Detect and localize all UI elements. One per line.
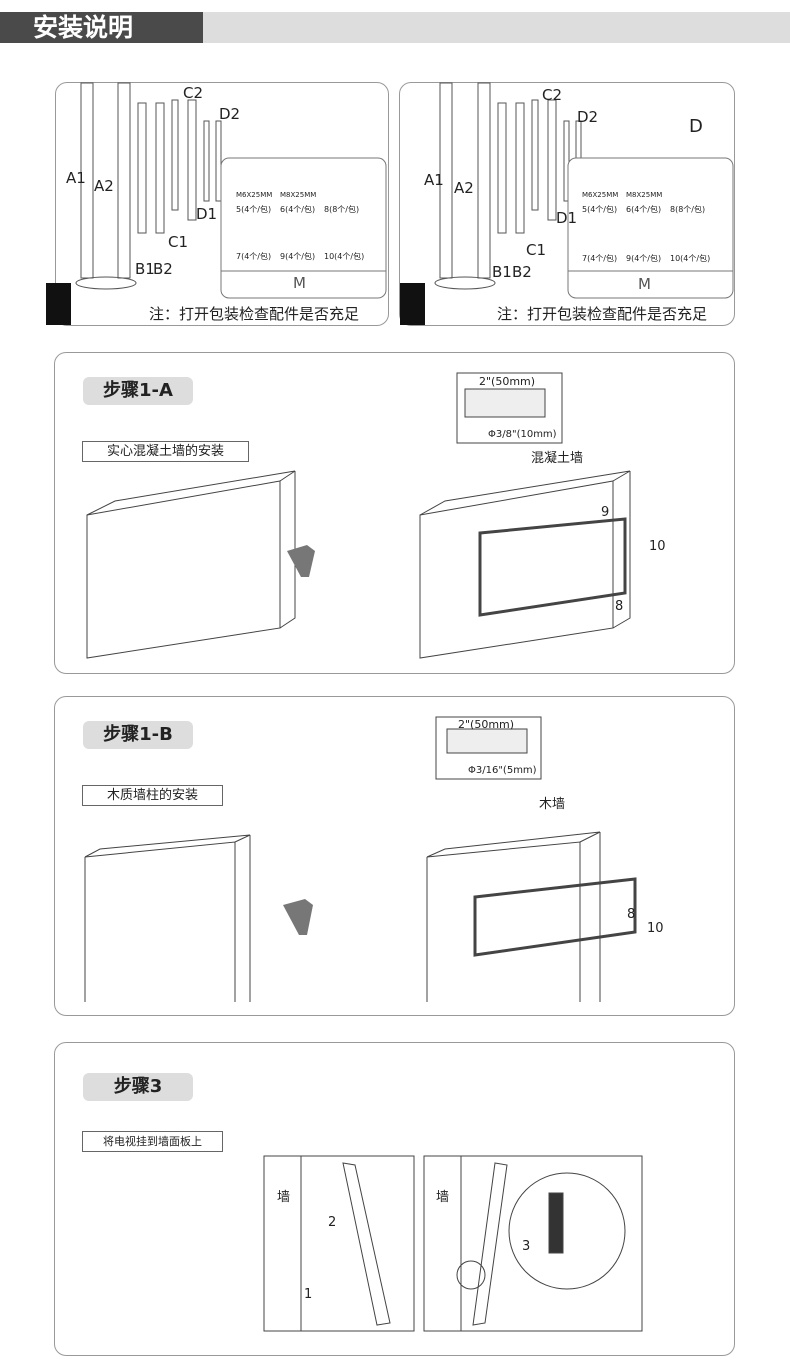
callout: 10 — [649, 539, 666, 554]
step-1a-illustration — [86, 372, 631, 659]
hardware-qty: 6(4个/包) — [626, 205, 662, 214]
step-title: 步骤1-B — [83, 721, 193, 749]
hardware-qty: 7(4个/包) — [236, 252, 272, 261]
part-label: D1 — [556, 209, 578, 227]
callout: 2 — [328, 1215, 337, 1230]
parts-panel-2: A1 A2 B1 B2 C1 C2 D1 D2 D M6X25MM 5(4个/包… — [399, 82, 735, 326]
hardware-qty: 6(4个/包) — [280, 205, 316, 214]
part-label: B2 — [512, 263, 532, 281]
parts-panel-1: A1 A2 B1 B2 C1 C2 D1 D2 M6X25MM 5(4个/包) … — [46, 82, 389, 326]
part-label: A2 — [94, 177, 114, 195]
callout: 8 — [615, 599, 624, 614]
hardware-spec: M6X25MM — [582, 191, 619, 199]
parts-illustration — [400, 82, 734, 325]
step-subtitle: 实心混凝土墙的安装 — [82, 441, 250, 462]
hardware-qty: 5(4个/包) — [582, 205, 618, 214]
wall-label: 木墙 — [539, 797, 566, 812]
drill-diameter: Φ3/16"(5mm) — [468, 765, 537, 776]
part-label: B2 — [153, 260, 173, 278]
parts-note: 注：打开包装检查配件是否充足 — [149, 305, 360, 323]
hardware-qty: 8(8个/包) — [324, 205, 360, 214]
part-label: C1 — [526, 241, 547, 259]
step-1b-panel: 步骤1-B 木质墙柱的安装 2"(50mm) Φ3/16"(5mm) 木墙 8 … — [54, 696, 735, 1016]
part-label: C1 — [168, 233, 189, 251]
part-label: A1 — [424, 171, 444, 189]
callout: 1 — [304, 1287, 313, 1302]
part-label: C2 — [183, 84, 204, 102]
hardware-spec: M8X25MM — [626, 191, 663, 199]
step-1a-panel: 步骤1-A 实心混凝土墙的安装 2"(50mm) Φ3/8"(10mm) 混凝土… — [54, 352, 735, 674]
part-label: D2 — [219, 105, 241, 123]
step-title: 步骤1-A — [83, 377, 193, 405]
step-3-illustration — [263, 1155, 643, 1332]
wall-label: 混凝土墙 — [531, 451, 584, 466]
kit-label: M — [293, 274, 306, 292]
callout: 8 — [627, 907, 636, 922]
hardware-qty: 8(8个/包) — [670, 205, 706, 214]
wall-label: 墙 — [436, 1190, 450, 1205]
hardware-qty: 10(4个/包) — [324, 252, 365, 261]
hardware-qty: 10(4个/包) — [670, 254, 711, 263]
drill-diameter: Φ3/8"(10mm) — [488, 429, 557, 440]
parts-illustration — [46, 82, 387, 325]
kit-label: M — [638, 275, 651, 293]
hardware-qty: 9(4个/包) — [626, 254, 662, 263]
part-label: B1 — [492, 263, 512, 281]
hardware-qty: 9(4个/包) — [280, 252, 316, 261]
drill-depth: 2"(50mm) — [479, 375, 536, 388]
step-subtitle: 木质墙柱的安装 — [82, 785, 224, 806]
section-title: 安装说明 — [0, 12, 203, 43]
part-label: A1 — [66, 169, 86, 187]
hardware-spec: M6X25MM — [236, 191, 273, 199]
parts-note: 注：打开包装检查配件是否充足 — [497, 305, 708, 323]
callout: 3 — [522, 1239, 531, 1254]
part-label: D1 — [196, 205, 218, 223]
step-subtitle: 将电视挂到墙面板上 — [82, 1131, 223, 1152]
hardware-spec: M8X25MM — [280, 191, 317, 199]
hardware-qty: 7(4个/包) — [582, 254, 618, 263]
callout: 10 — [647, 921, 664, 936]
part-label: A2 — [454, 179, 474, 197]
step-3-panel: 步骤3 将电视挂到墙面板上 墙 墙 2 1 3 — [54, 1042, 735, 1356]
callout: 9 — [601, 505, 610, 520]
step-1b-illustration — [84, 716, 637, 1002]
section-header: 安装说明 — [0, 12, 790, 43]
part-label: D — [689, 116, 703, 137]
part-label: D2 — [577, 108, 599, 126]
part-label: C2 — [542, 86, 563, 104]
wall-label: 墙 — [277, 1190, 291, 1205]
step-title: 步骤3 — [83, 1073, 193, 1101]
drill-depth: 2"(50mm) — [458, 718, 515, 731]
hardware-qty: 5(4个/包) — [236, 205, 272, 214]
part-label: B1 — [135, 260, 155, 278]
